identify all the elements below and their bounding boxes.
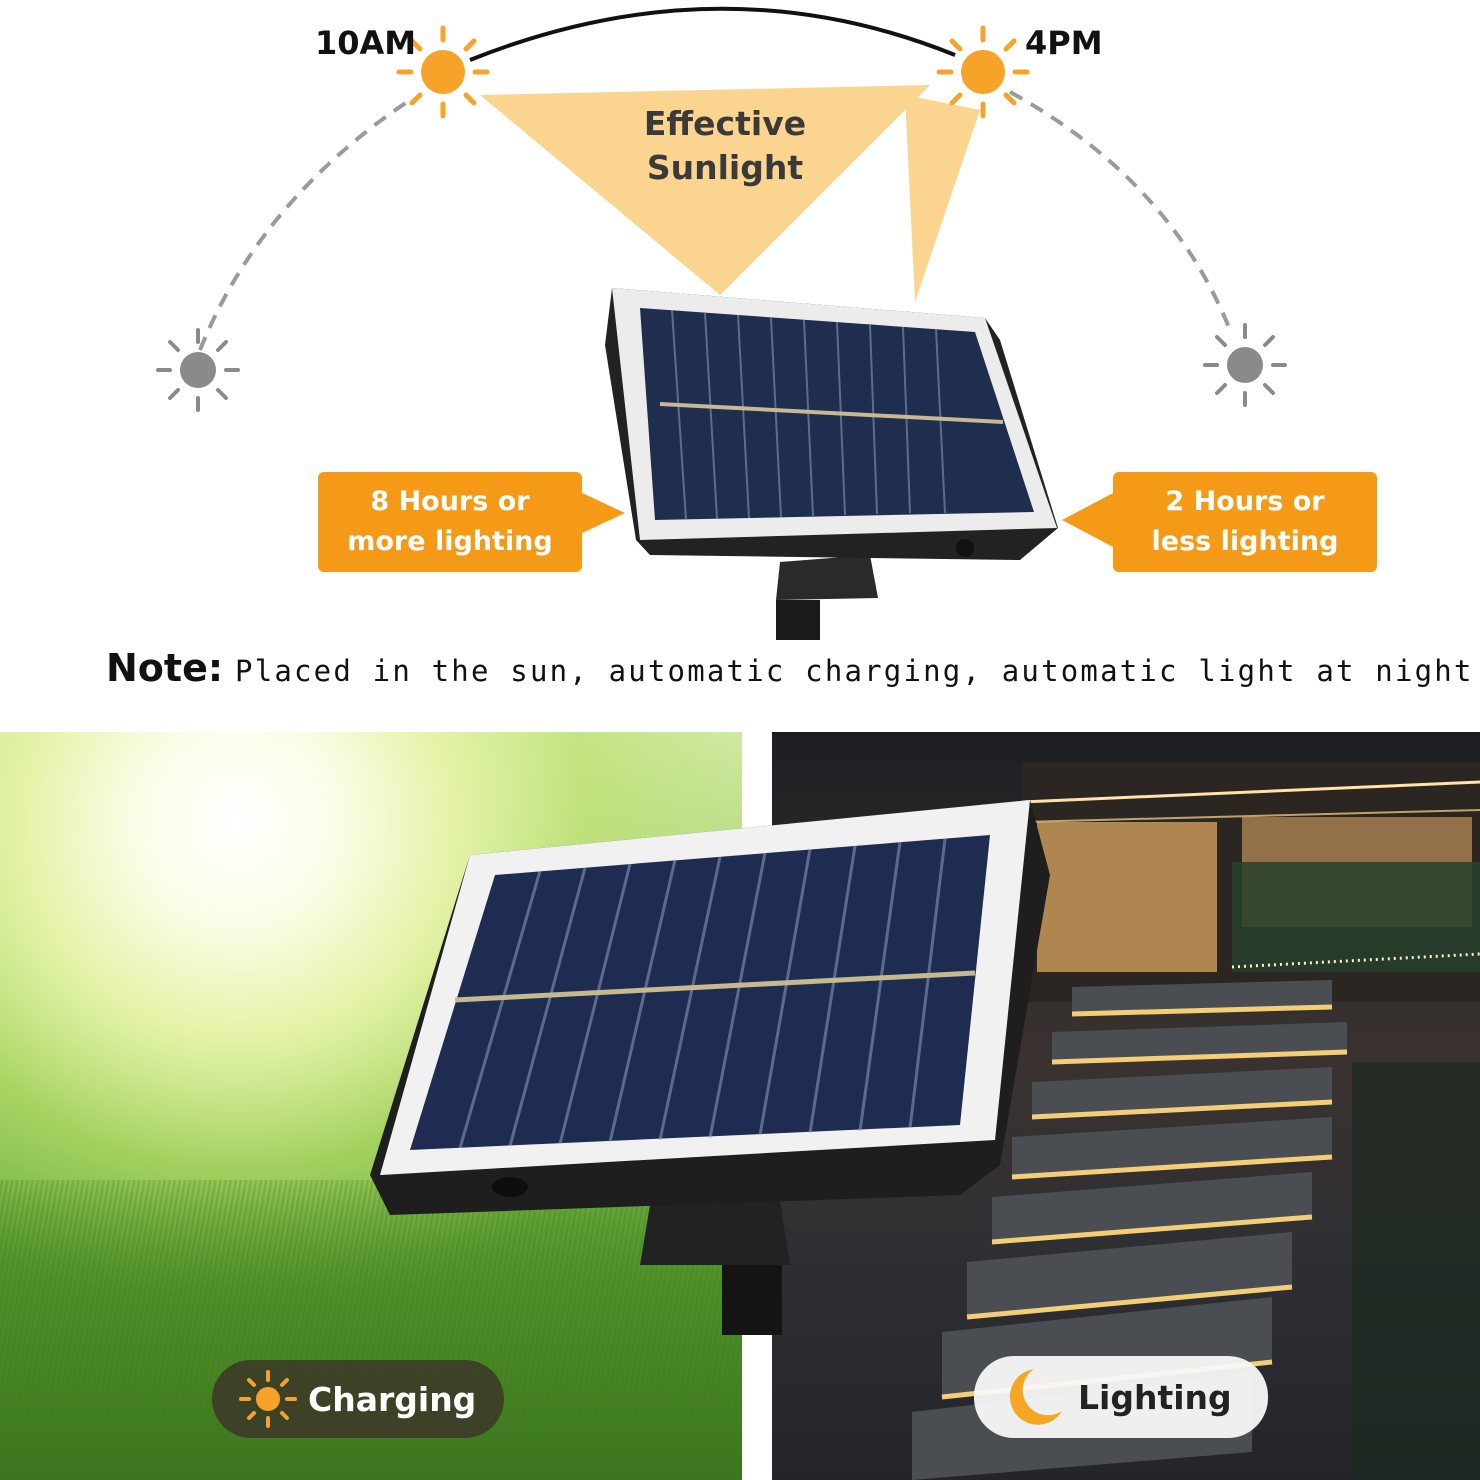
time-end-label: 4PM — [1025, 24, 1103, 62]
callout-right-pointer — [1062, 492, 1115, 548]
callout-two-hours-line-2: less lighting — [1151, 526, 1339, 557]
callout-eight-hours: 8 Hours or more lighting — [318, 472, 582, 572]
lighting-badge: Lighting — [974, 1356, 1268, 1438]
sun-path-evening — [1009, 90, 1232, 331]
lighting-label: Lighting — [1078, 1377, 1232, 1417]
charging-badge: Charging — [212, 1360, 504, 1438]
callout-two-hours: 2 Hours or less lighting — [1113, 472, 1377, 572]
sun-icon — [936, 25, 1030, 119]
night-scene-art — [912, 762, 1480, 1480]
sunlight-diagram-art — [156, 6, 1287, 640]
sunlight-beam-side — [905, 95, 980, 302]
callout-two-hours-line-1: 2 Hours or — [1165, 486, 1325, 517]
sun-icon — [396, 25, 490, 119]
effective-sunlight-line-1: Effective — [643, 104, 807, 143]
charging-label: Charging — [308, 1379, 477, 1419]
sun-icon — [156, 328, 240, 412]
sun-path-effective — [469, 6, 956, 62]
note-text: Placed in the sun, automatic charging, a… — [235, 654, 1474, 688]
effective-sunlight-line-2: Sunlight — [646, 148, 804, 187]
solar-panel-photo — [370, 800, 1050, 1335]
effective-sunlight-label: Effective Sunlight — [610, 102, 840, 190]
callout-left-pointer — [580, 492, 625, 534]
sun-path-morning — [198, 98, 412, 351]
sunlight-diagram — [0, 0, 1480, 730]
note-label: Note: — [106, 646, 224, 690]
callout-eight-hours-line-2: more lighting — [347, 526, 553, 557]
sunlight-beam-main — [480, 85, 930, 295]
solar-panel-illustration — [605, 288, 1058, 640]
sun-icon — [239, 1370, 297, 1428]
time-start-label: 10AM — [315, 24, 417, 62]
callout-eight-hours-line-1: 8 Hours or — [370, 486, 530, 517]
sun-icon — [1203, 323, 1287, 407]
note: Note: Placed in the sun, automatic chargi… — [106, 646, 1471, 690]
moon-icon — [1009, 1369, 1062, 1425]
